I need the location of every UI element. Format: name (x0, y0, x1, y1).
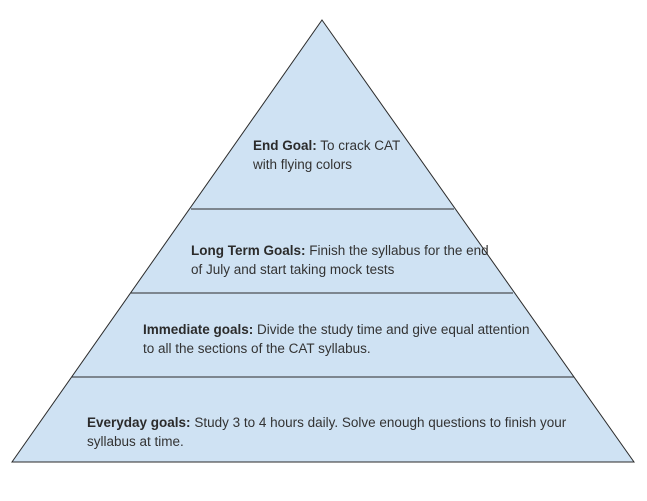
tier-immediate-goals-label: Immediate goals: (143, 322, 254, 337)
tier-end-goal-text: To crack CAT with flying colors (253, 138, 401, 172)
tier-everyday-goals: Everyday goals: Study 3 to 4 hours daily… (87, 413, 607, 451)
tier-everyday-goals-label: Everyday goals: (87, 415, 191, 430)
tier-everyday-goals-text: Study 3 to 4 hours daily. Solve enough q… (87, 415, 567, 449)
pyramid-outline (11, 19, 635, 463)
tier-immediate-goals-text: Divide the study time and give equal att… (143, 322, 530, 356)
tier-long-term-goals: Long Term Goals: Finish the syllabus for… (191, 241, 491, 279)
tier-immediate-goals: Immediate goals: Divide the study time a… (143, 320, 543, 358)
tier-end-goal: End Goal: To crack CAT with flying color… (253, 136, 423, 174)
tier-end-goal-label: End Goal: (253, 138, 317, 153)
tier-long-term-goals-label: Long Term Goals: (191, 243, 306, 258)
tier-long-term-goals-text: Finish the syllabus for the end of July … (191, 243, 489, 277)
